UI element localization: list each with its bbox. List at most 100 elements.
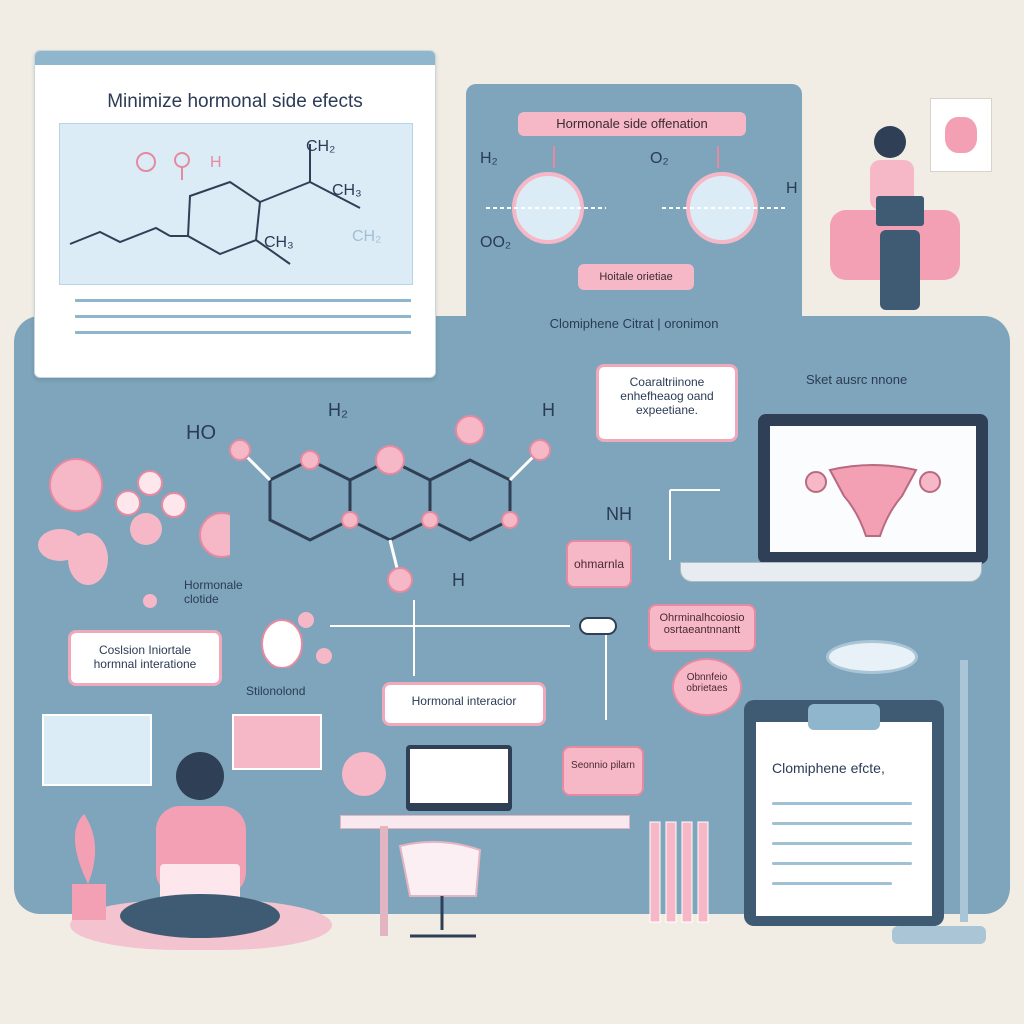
- lamp-base: [892, 926, 986, 944]
- label-ch3: CH₃: [332, 182, 362, 199]
- interaction-box: Coslsion Iniortale hormnal interatione: [68, 630, 222, 686]
- molecule-diagram: [69, 144, 361, 265]
- clipboard-line: [772, 822, 912, 825]
- atom: [387, 567, 413, 593]
- person-head: [874, 126, 906, 158]
- ovary-right: [919, 471, 941, 493]
- desk-lamp: [826, 640, 918, 674]
- wall-picture: [930, 98, 992, 172]
- woman-on-chair-illustration: [830, 126, 960, 310]
- mechanism-caption: Clomiphene Citrat | oronimon: [549, 316, 719, 331]
- hormone-molecule: [229, 415, 551, 593]
- label-h-right: H: [786, 180, 798, 197]
- bubble: [137, 470, 163, 496]
- percent-icon: [342, 752, 386, 796]
- chain-line: [69, 226, 171, 245]
- atom: [501, 511, 519, 529]
- pill-cluster: [49, 458, 103, 512]
- clipboard: Clomiphene efcte,: [744, 700, 944, 926]
- card-title: Minimize hormonal side efects: [107, 91, 363, 112]
- screen-thumbnail: [42, 714, 152, 786]
- mechanism-panel: Hormonale side offenation H₂ O₂ OO₂ H Ho…: [466, 84, 802, 344]
- bubble: [161, 492, 187, 518]
- hormonal-side-label: Hormonale clotide: [184, 578, 243, 606]
- mechanism-title: Hormonale side offenation: [518, 112, 746, 136]
- pills-illustration: [38, 458, 230, 608]
- atom: [229, 439, 251, 461]
- person-legs: [880, 230, 920, 310]
- pink-info-circle: Obnnfeio obrietaes: [672, 658, 742, 716]
- monitor-screen: [410, 749, 508, 803]
- label-ch3b: CH₃: [264, 234, 294, 251]
- bond: [255, 239, 291, 265]
- atom: [421, 511, 439, 529]
- label-h-main: H: [542, 400, 555, 420]
- capsule-icon: [261, 612, 332, 668]
- text-line: [75, 331, 411, 334]
- ring: [186, 180, 262, 256]
- label-h2-main: H₂: [328, 400, 348, 420]
- desk-chair: [380, 826, 482, 938]
- ovary-left: [805, 471, 827, 493]
- formula-card: Minimize hormonal side efects CH₂ CH₃ CH…: [34, 50, 436, 378]
- person-head: [176, 752, 224, 800]
- clipboard-line: [772, 842, 912, 845]
- laptop: [758, 414, 988, 564]
- atom: [375, 445, 405, 475]
- text-line: [75, 299, 411, 302]
- laptop-icon: [160, 864, 240, 904]
- uterus-shape: [828, 464, 918, 537]
- label-ch2: CH₂: [306, 138, 336, 155]
- lamp-pole: [960, 660, 968, 922]
- test-tubes: [649, 821, 709, 923]
- laptop-icon: [876, 196, 924, 226]
- label-h-bottom: H: [452, 570, 465, 590]
- laptop-base: [680, 562, 982, 582]
- clipboard-paper: Clomiphene efcte,: [756, 722, 932, 916]
- label-ho: HO: [186, 422, 216, 444]
- bond: [309, 181, 361, 209]
- clipboard-clip: [808, 704, 880, 730]
- person-legs: [120, 894, 280, 938]
- text-line: [75, 315, 411, 318]
- label-oo2: OO₂: [480, 234, 512, 251]
- bond: [259, 181, 311, 203]
- stilonolond-label: Stilonolond: [246, 684, 306, 698]
- receptor-diagram: [486, 146, 786, 244]
- callout-explanation: Coaraltriinone enhefheaog oand expeetian…: [596, 364, 738, 442]
- bubble: [115, 490, 141, 516]
- heart-icon: [945, 117, 977, 153]
- card-header-strip: [35, 51, 435, 65]
- hormonal-interactor-box: Hormonal interacior: [382, 682, 546, 726]
- label-h2: H₂: [480, 150, 498, 167]
- label-h: H: [210, 154, 222, 171]
- connector-lines: [330, 489, 720, 720]
- atom: [341, 511, 359, 529]
- plant-illustration: [72, 814, 106, 920]
- atom: [529, 439, 551, 461]
- uterus-illustration: [805, 464, 941, 537]
- atom: [300, 450, 320, 470]
- flower-icon: [136, 152, 156, 172]
- clipboard-line: [772, 882, 892, 885]
- desk: [340, 815, 630, 829]
- monitor-badge: Seonnio pilarn: [562, 746, 644, 796]
- label-o2: O₂: [650, 150, 669, 167]
- mechanism-sub-label: Hoitale orietiae: [578, 264, 694, 290]
- woman-with-laptop-illustration: [120, 752, 280, 938]
- label-ch2b: CH₂: [352, 228, 382, 245]
- side-note: Sket ausrc nnone: [806, 372, 908, 387]
- pill-capsule: [199, 512, 230, 558]
- atom: [455, 415, 485, 445]
- small-atom: [143, 594, 157, 608]
- label-nh: NH: [606, 504, 632, 524]
- pink-info-chip: Ohrminalhcoiosio osrtaeantnnantt: [648, 604, 756, 652]
- monitor: [406, 745, 512, 811]
- clipboard-line: [772, 802, 912, 805]
- molecule-box: CH₂ CH₃ CH₃ CH₂ H: [59, 123, 413, 285]
- pill: [68, 533, 108, 585]
- small-chip: ohmarnla: [566, 540, 632, 588]
- clipboard-title: Clomiphene efcte,: [772, 760, 885, 776]
- link-icon: [579, 617, 617, 635]
- laptop-screen: [770, 426, 976, 552]
